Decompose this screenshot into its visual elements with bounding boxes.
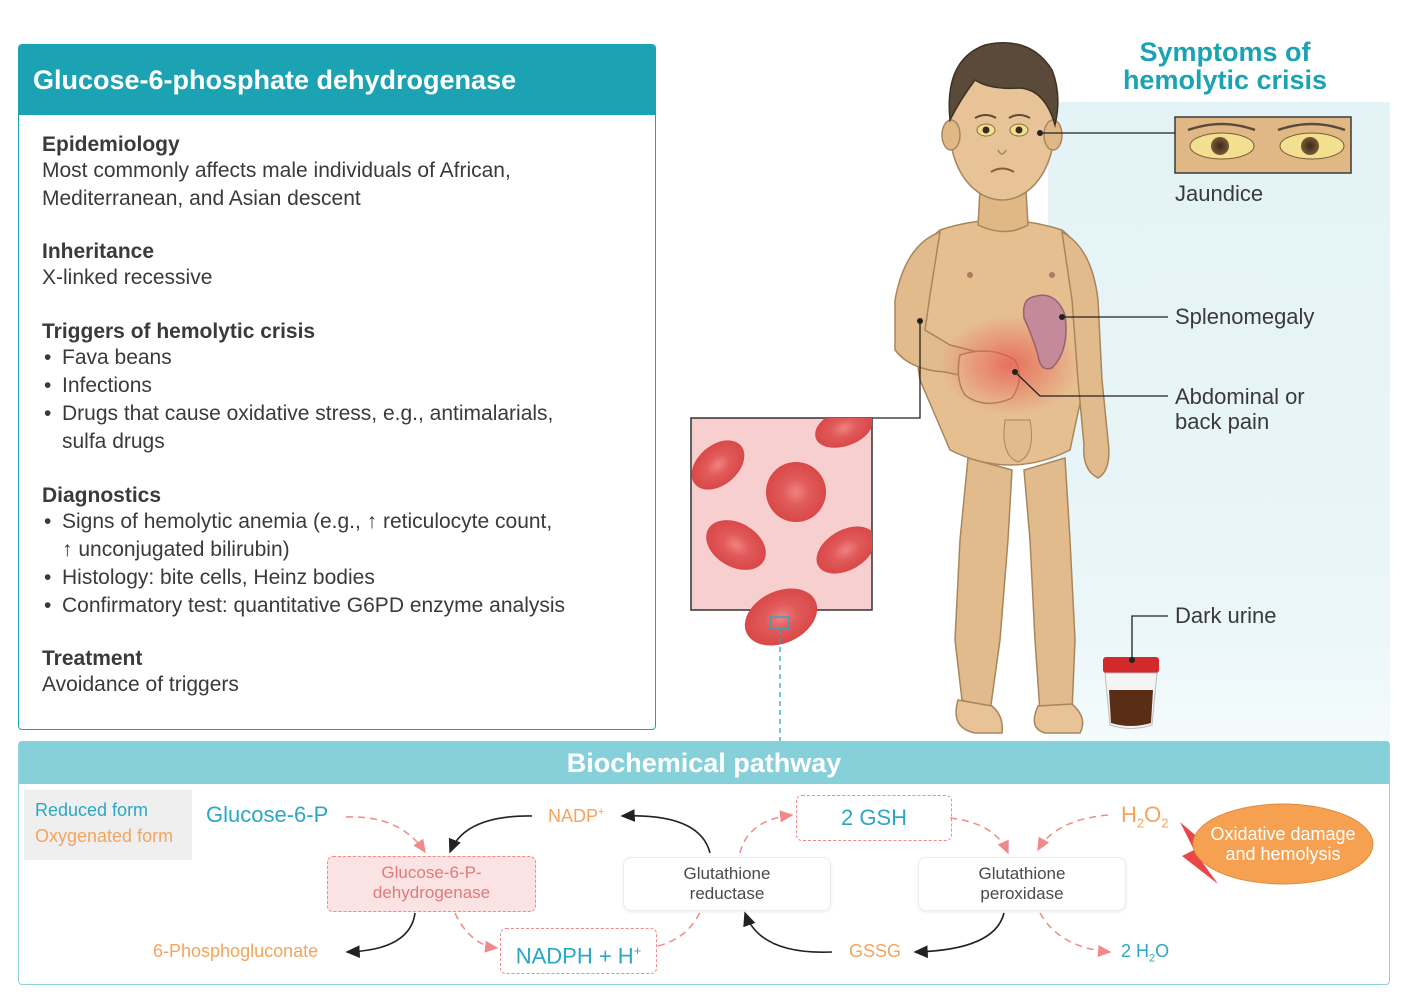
symptoms-title-line2: hemolytic crisis xyxy=(1122,65,1328,95)
spleen-illustration xyxy=(1022,294,1067,370)
glucose-6-p: Glucose-6-P xyxy=(206,802,329,827)
water-o: O xyxy=(1155,941,1170,961)
jaundice-eye-inset xyxy=(1174,116,1352,174)
phosphogluconate: 6-Phosphogluconate xyxy=(153,941,319,961)
oxidative-line2: and hemolysis xyxy=(1225,844,1341,864)
diagnostic-item-continued: ↑ unconjugated bilirubin) xyxy=(62,538,290,561)
treatment-section: Treatment Avoidance of triggers xyxy=(42,647,642,699)
leader-dots xyxy=(917,130,1135,663)
trigger-item-continued: sulfa drugs xyxy=(62,430,165,453)
inheritance-section: Inheritance X-linked recessive xyxy=(42,240,642,292)
triggers-heading: Triggers of hemolytic crisis xyxy=(42,320,316,343)
gssg: GSSG xyxy=(849,941,902,961)
trigger-item: Fava beans xyxy=(42,344,642,372)
symptom-pain-line2: back pain xyxy=(1175,409,1270,434)
symptoms-title-line1: Symptoms of xyxy=(1139,37,1311,67)
gr-line2: reductase xyxy=(689,884,765,903)
legend-oxygenated: Oxygenated form xyxy=(35,826,174,846)
pathway-title: Biochemical pathway xyxy=(19,742,1389,784)
symptom-splenomegaly: Splenomegaly xyxy=(1175,304,1315,329)
epidemiology-heading: Epidemiology xyxy=(42,133,180,156)
nadph-text: NADPH + H xyxy=(515,943,634,969)
treatment-text: Avoidance of triggers xyxy=(42,673,239,696)
nadph-sup: + xyxy=(633,943,642,958)
diagnostic-item: Histology: bite cells, Heinz bodies xyxy=(42,564,642,592)
anatomy-mark xyxy=(967,272,973,278)
leader-lines xyxy=(872,132,1175,660)
h2o2-h: H xyxy=(1121,802,1137,827)
epidemiology-text-2: Mediterranean, and Asian descent xyxy=(42,187,361,210)
gp-line1: Glutathione xyxy=(978,864,1066,883)
water-sub: 2 xyxy=(1149,952,1156,965)
treatment-heading: Treatment xyxy=(42,647,143,670)
triggers-section: Triggers of hemolytic crisis Fava beans … xyxy=(42,320,642,456)
legend: Reduced form Oxygenated form xyxy=(24,790,192,860)
nadph-box: NADPH + H+ xyxy=(500,928,657,974)
g6pd-line1: Glucose-6-P- xyxy=(381,863,482,882)
nadp-sup: + xyxy=(598,806,605,818)
gp-line2: peroxidase xyxy=(980,884,1064,903)
anatomy-mark xyxy=(1049,272,1055,278)
water-pre: 2 H xyxy=(1121,941,1150,961)
diagnostic-item: Signs of hemolytic anemia (e.g., ↑ retic… xyxy=(42,508,642,536)
h2o2-sub-b: 2 xyxy=(1161,815,1169,831)
diagnostics-heading: Diagnostics xyxy=(42,484,162,507)
inheritance-heading: Inheritance xyxy=(42,240,155,263)
legend-reduced: Reduced form xyxy=(35,800,149,820)
symptom-jaundice: Jaundice xyxy=(1175,181,1264,206)
symptom-pain: Abdominal or back pain xyxy=(1175,384,1305,434)
gsh-box: 2 GSH xyxy=(796,795,952,841)
epidemiology-text-1: Most commonly affects male individuals o… xyxy=(42,159,511,182)
h2o2: H2O2 xyxy=(1121,802,1168,830)
gr-line1: Glutathione xyxy=(683,864,771,883)
glutathione-reductase-box: Glutathione reductase xyxy=(623,857,831,911)
oxidative-damage-label: Oxidative damage and hemolysis xyxy=(1198,824,1368,864)
symptoms-title: Symptoms of hemolytic crisis xyxy=(1100,38,1350,94)
h2o2-sub-a: 2 xyxy=(1136,815,1145,831)
h2o2-o: O xyxy=(1144,802,1162,827)
trigger-item: Drugs that cause oxidative stress, e.g.,… xyxy=(42,400,642,428)
epidemiology-section: Epidemiology Most commonly affects male … xyxy=(42,133,642,213)
symptom-dark-urine: Dark urine xyxy=(1175,603,1277,628)
inheritance-text: X-linked recessive xyxy=(42,266,213,289)
diagnostics-section: Diagnostics Signs of hemolytic anemia (e… xyxy=(42,484,642,620)
nadp: NADP+ xyxy=(548,806,604,827)
water: 2 H2O xyxy=(1121,941,1169,965)
lightning-icon xyxy=(1180,822,1218,884)
child-face xyxy=(974,114,1031,173)
nadp-text: NADP xyxy=(548,806,599,826)
anatomy-mark xyxy=(1003,419,1032,463)
glutathione-peroxidase-box: Glutathione peroxidase xyxy=(918,857,1126,911)
gsh-text: 2 GSH xyxy=(840,805,908,830)
diagnostic-item: Confirmatory test: quantitative G6PD enz… xyxy=(42,592,642,620)
g6pd-line2: dehydrogenase xyxy=(372,883,491,902)
trigger-item: Infections xyxy=(42,372,642,400)
oxidative-line1: Oxidative damage xyxy=(1210,824,1356,844)
urine-cup-illustration xyxy=(1103,657,1159,729)
symptom-pain-line1: Abdominal or xyxy=(1175,384,1305,409)
info-panel: Glucose-6-phosphate dehydrogenase defici… xyxy=(18,44,656,730)
info-title: Glucose-6-phosphate dehydrogenase defici… xyxy=(19,45,655,165)
g6pd-enzyme-box: Glucose-6-P- dehydrogenase xyxy=(327,856,536,912)
oxidative-damage-shape xyxy=(1192,803,1374,885)
